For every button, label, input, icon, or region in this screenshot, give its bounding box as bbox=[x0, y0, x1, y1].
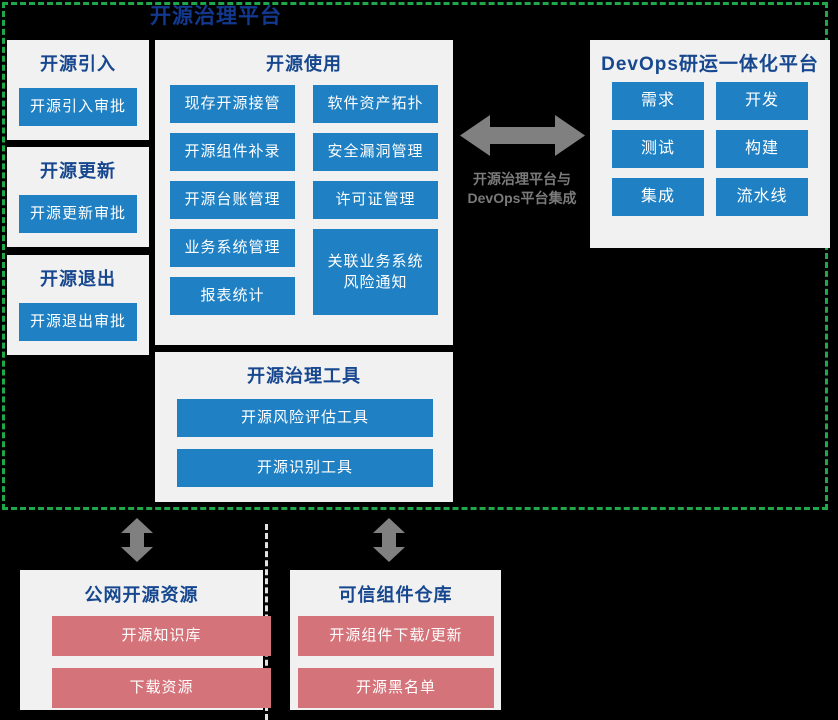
public-resources-double-arrow-icon bbox=[119, 518, 155, 562]
chip-devops-integration[interactable]: 集成 bbox=[612, 178, 704, 216]
panel-governance-tools: 开源治理工具 开源风险评估工具 开源识别工具 bbox=[155, 352, 453, 502]
integration-caption-line1: 开源治理平台与 bbox=[473, 171, 571, 187]
panel-trusted-component-repository: 可信组件仓库 开源组件下载/更新 开源黑名单 bbox=[290, 570, 501, 710]
chip-blacklist[interactable]: 开源黑名单 bbox=[298, 668, 494, 708]
integration-double-arrow-icon bbox=[460, 113, 585, 158]
chip-business-system-management[interactable]: 业务系统管理 bbox=[170, 229, 295, 267]
chip-component-backfill[interactable]: 开源组件补录 bbox=[170, 133, 295, 171]
chip-devops-build[interactable]: 构建 bbox=[716, 130, 808, 168]
page-title: 开源治理平台 bbox=[150, 5, 282, 28]
panel-title-update: 开源更新 bbox=[40, 161, 116, 181]
usage-column-left: 现存开源接管 开源组件补录 开源台账管理 业务系统管理 报表统计 bbox=[170, 85, 295, 325]
panel-title-public-resources: 公网开源资源 bbox=[84, 585, 199, 605]
usage-column-right: 软件资产拓扑 安全漏洞管理 许可证管理 关联业务系统 风险通知 bbox=[313, 85, 438, 325]
chip-software-asset-topology[interactable]: 软件资产拓扑 bbox=[313, 85, 438, 123]
chip-existing-takeover[interactable]: 现存开源接管 bbox=[170, 85, 295, 123]
chip-knowledge-base[interactable]: 开源知识库 bbox=[52, 616, 271, 656]
chip-devops-development[interactable]: 开发 bbox=[716, 82, 808, 120]
chip-risk-assessment-tool[interactable]: 开源风险评估工具 bbox=[177, 399, 433, 437]
chip-related-business-risk-notice[interactable]: 关联业务系统 风险通知 bbox=[313, 229, 438, 315]
chip-related-business-risk-notice-line2: 风险通知 bbox=[343, 274, 408, 291]
panel-open-source-introduction: 开源引入 开源引入审批 bbox=[7, 40, 149, 140]
chip-devops-testing[interactable]: 测试 bbox=[612, 130, 704, 168]
panel-title-governance-tools: 开源治理工具 bbox=[247, 366, 361, 386]
integration-caption: 开源治理平台与 DevOps平台集成 bbox=[447, 170, 597, 208]
panel-open-source-usage: 开源使用 现存开源接管 开源组件补录 开源台账管理 业务系统管理 报表统计 软件… bbox=[155, 40, 453, 345]
panel-open-source-update: 开源更新 开源更新审批 bbox=[7, 147, 149, 247]
usage-chip-grid: 现存开源接管 开源组件补录 开源台账管理 业务系统管理 报表统计 软件资产拓扑 … bbox=[170, 85, 438, 325]
panel-title-devops: DevOps研运一体化平台 bbox=[601, 54, 819, 75]
chip-report-statistics[interactable]: 报表统计 bbox=[170, 277, 295, 315]
chip-open-source-exit-approval[interactable]: 开源退出审批 bbox=[19, 303, 137, 341]
integration-caption-line2: DevOps平台集成 bbox=[467, 190, 577, 206]
chip-component-download-update[interactable]: 开源组件下载/更新 bbox=[298, 616, 494, 656]
panel-public-open-source-resources: 公网开源资源 开源知识库 下载资源 bbox=[20, 570, 271, 710]
chip-license-management[interactable]: 许可证管理 bbox=[313, 181, 438, 219]
chip-open-source-introduction-approval[interactable]: 开源引入审批 bbox=[19, 88, 137, 126]
chip-devops-pipeline[interactable]: 流水线 bbox=[716, 178, 808, 216]
chip-security-vulnerability-management[interactable]: 安全漏洞管理 bbox=[313, 133, 438, 171]
chip-open-source-update-approval[interactable]: 开源更新审批 bbox=[19, 195, 137, 233]
panel-title-trusted-repo: 可信组件仓库 bbox=[338, 585, 453, 605]
panel-open-source-exit: 开源退出 开源退出审批 bbox=[7, 255, 149, 355]
trusted-repo-double-arrow-icon bbox=[371, 518, 407, 562]
chip-download-resources[interactable]: 下载资源 bbox=[52, 668, 271, 708]
panel-title-usage: 开源使用 bbox=[266, 54, 342, 74]
panel-title-exit: 开源退出 bbox=[40, 269, 116, 289]
chip-devops-requirement[interactable]: 需求 bbox=[612, 82, 704, 120]
chip-related-business-risk-notice-line1: 关联业务系统 bbox=[327, 253, 424, 270]
chip-ledger-management[interactable]: 开源台账管理 bbox=[170, 181, 295, 219]
panel-devops-platform: DevOps研运一体化平台 需求 开发 测试 构建 集成 流水线 bbox=[590, 40, 830, 248]
panel-title-introduction: 开源引入 bbox=[40, 54, 116, 74]
devops-chip-grid: 需求 开发 测试 构建 集成 流水线 bbox=[612, 82, 808, 216]
chip-identification-tool[interactable]: 开源识别工具 bbox=[177, 449, 433, 487]
